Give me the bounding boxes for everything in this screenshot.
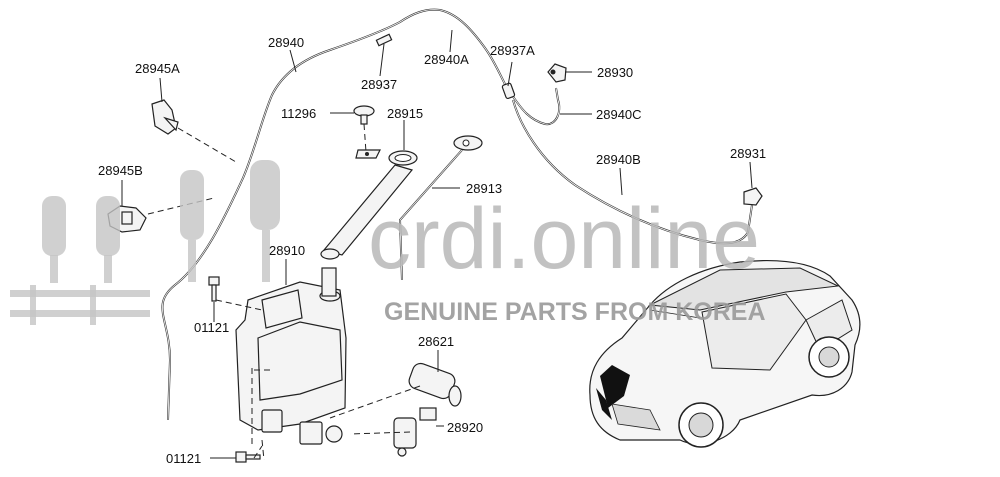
part-label-28915: 28915 [387,106,423,121]
pump-28621 [408,362,462,407]
filler-neck [320,164,414,260]
part-label-28937A: 28937A [490,43,535,58]
part-label-11296: 11296 [281,106,316,121]
part-label-28937: 28937 [361,77,397,92]
part-label-28910: 28910 [269,243,305,258]
part-label-28940B: 28940B [596,152,641,167]
part-label-01121-bottom: 01121 [166,451,201,466]
part-label-28920: 28920 [447,420,483,435]
hose-assembly [161,8,753,421]
part-label-28945A: 28945A [135,61,180,76]
vehicle-illustration [589,259,861,448]
filler-cap-28913 [453,135,483,151]
part-label-28931: 28931 [730,146,766,161]
dashed-guides [147,123,421,461]
watermark-brand: crdi.online [368,191,760,287]
washer [355,149,381,159]
part-label-28621: 28621 [418,334,454,349]
reservoir-28910 [235,267,347,445]
watermark-tagline: GENUINE PARTS FROM KOREA [384,298,766,326]
rear-nozzle-28930 [547,63,567,83]
part-label-01121-top: 01121 [194,320,229,335]
bolt-01121-bottom [235,451,261,463]
pump-28920 [393,407,437,457]
part-label-28913: 28913 [466,181,502,196]
leader-lines [121,29,753,459]
check-valve-28937A [501,82,516,99]
seal-28915 [388,150,418,166]
part-label-28940: 28940 [268,35,304,50]
part-label-28940C: 28940C [596,107,642,122]
watermark-logo-icon [10,160,280,325]
part-label-28940A: 28940A [424,52,469,67]
part-labels: 28940 28940A 28937A 28945A 28937 28930 1… [98,35,766,466]
joint-28937 [375,33,393,47]
bolt-01121-top [208,276,220,302]
part-label-28945B: 28945B [98,163,143,178]
nozzle-28945A [151,99,179,135]
nozzle-28931 [743,187,763,206]
cap-11296 [353,105,375,125]
part-label-28930: 28930 [597,65,633,80]
watermark: crdi.online GENUINE PARTS FROM KOREA [10,160,766,326]
